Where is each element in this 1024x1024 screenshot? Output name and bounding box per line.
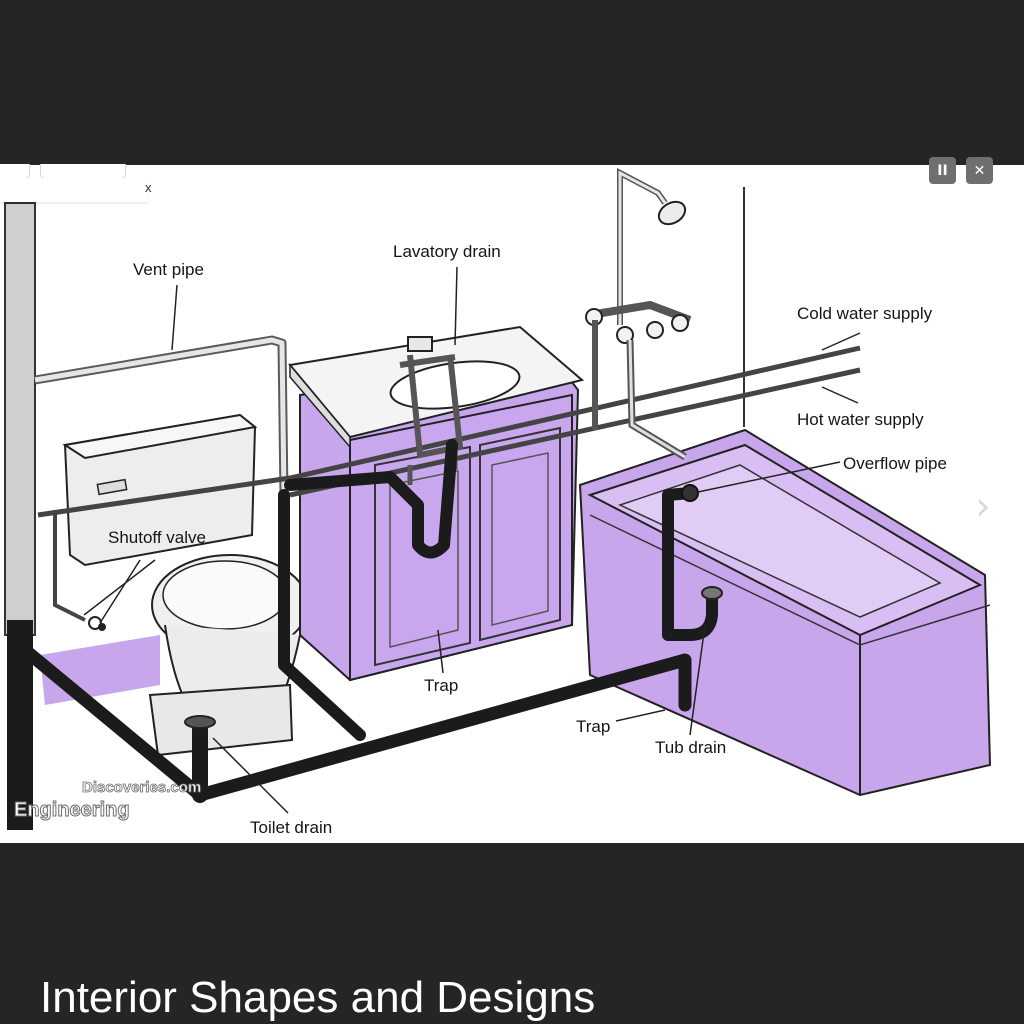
image-caption: Interior Shapes and Designs bbox=[40, 973, 596, 1022]
label-vent-pipe: Vent pipe bbox=[133, 260, 204, 279]
lavatory-drain-pipe bbox=[284, 439, 458, 559]
overlay-close-mark[interactable]: x bbox=[145, 180, 152, 195]
main-drain bbox=[18, 643, 692, 802]
close-icon: ✕ bbox=[973, 162, 986, 179]
vent-branch bbox=[278, 489, 366, 741]
pause-button[interactable]: II bbox=[929, 157, 956, 184]
label-lavatory-drain: Lavatory drain bbox=[393, 242, 501, 261]
tub-overflow-pipe bbox=[662, 487, 718, 641]
close-button[interactable]: ✕ bbox=[966, 157, 993, 184]
label-shutoff-valve: Shutoff valve bbox=[108, 528, 206, 547]
next-arrow-button[interactable]: › bbox=[965, 486, 1001, 526]
watermark-line1: Discoveries.com bbox=[82, 779, 201, 796]
chevron-right-icon: › bbox=[975, 484, 991, 528]
label-hot-water-supply: Hot water supply bbox=[797, 410, 924, 429]
label-toilet-drain: Toilet drain bbox=[250, 818, 332, 837]
label-trap-tub: Trap bbox=[576, 717, 610, 736]
label-overflow-pipe: Overflow pipe bbox=[843, 454, 947, 473]
watermark-line2: Engineering bbox=[14, 799, 130, 821]
overlay-tab[interactable] bbox=[40, 164, 126, 179]
shower-head bbox=[657, 200, 687, 226]
label-trap-sink: Trap bbox=[424, 676, 458, 695]
overlay-tab[interactable] bbox=[0, 164, 30, 179]
label-tub-drain: Tub drain bbox=[655, 738, 726, 757]
plumbing-diagram-image: Vent pipe Lavatory drain Cold water supp… bbox=[0, 165, 1024, 843]
vent-stack bbox=[4, 202, 36, 636]
label-cold-water-supply: Cold water supply bbox=[797, 304, 933, 323]
overlay-panel bbox=[0, 178, 148, 202]
viewer-bottom-bar bbox=[0, 843, 1024, 1024]
pause-icon: II bbox=[937, 162, 948, 179]
viewer-top-bar bbox=[0, 0, 1024, 165]
cold-water-supply-pipe bbox=[37, 345, 861, 518]
